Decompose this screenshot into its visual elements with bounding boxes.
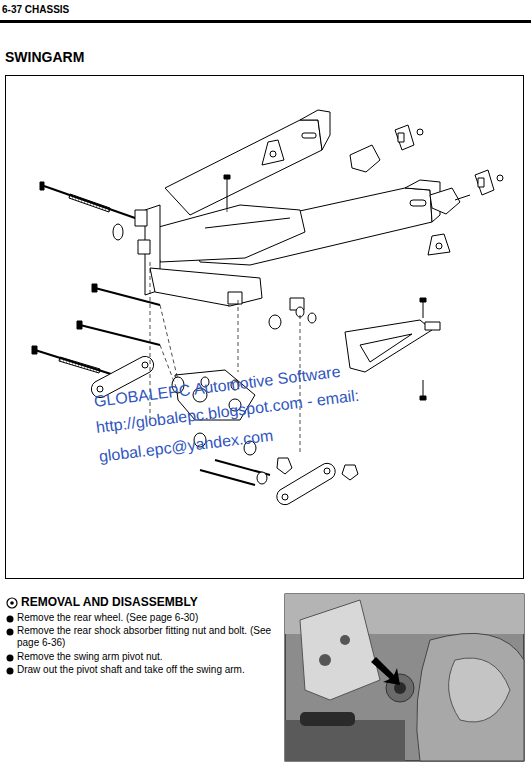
step-text: Remove the rear wheel. (See page 6-30) bbox=[17, 612, 198, 624]
swingarm-parts bbox=[32, 110, 503, 505]
bullets bbox=[7, 616, 14, 675]
diagram-frame bbox=[6, 76, 524, 579]
section-symbol-dot bbox=[10, 601, 14, 605]
section-symbol bbox=[7, 598, 17, 608]
page-header: 6-37 CHASSIS bbox=[2, 4, 69, 16]
header-rule bbox=[0, 20, 531, 23]
step-text: Remove the swing arm pivot nut. bbox=[17, 651, 163, 663]
photo bbox=[285, 594, 524, 761]
section-heading: REMOVAL AND DISASSEMBLY bbox=[21, 596, 198, 610]
step-text: Remove the rear shock absorber fitting n… bbox=[17, 625, 279, 648]
section-title: SWINGARM bbox=[5, 49, 84, 65]
step-text: Draw out the pivot shaft and take off th… bbox=[17, 664, 279, 676]
